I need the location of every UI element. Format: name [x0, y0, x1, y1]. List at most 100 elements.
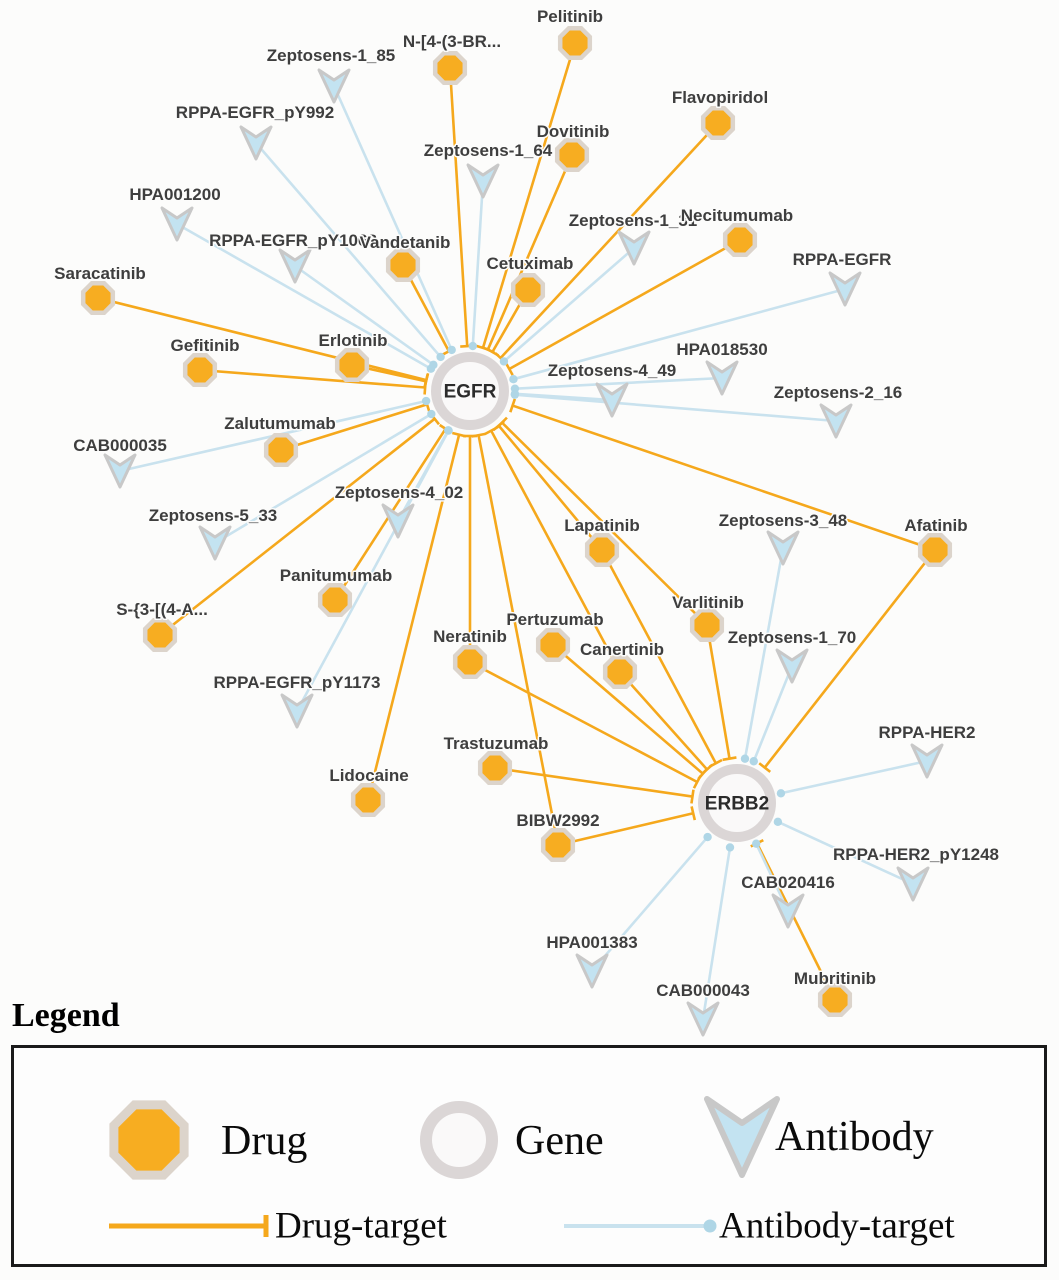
legend-antibody-label: Antibody [775, 1114, 934, 1160]
drug-target-edge [512, 404, 936, 552]
antibody-node-CAB000035[interactable] [103, 453, 137, 489]
antibody-node-Zeptosens-1_85[interactable] [317, 68, 351, 104]
antibody-node-label: HPA001383 [546, 933, 637, 952]
drug-node-label: Mubritinib [794, 969, 876, 988]
drug-node-label: Varlitinib [672, 593, 744, 612]
drug-target-edge-tee [722, 756, 737, 762]
antibody-target-edge [743, 547, 785, 759]
antibody-node-Zeptosens-4_02[interactable] [381, 503, 415, 539]
antibody-chevron-icon [103, 453, 137, 489]
drug-node-label: Lapatinib [564, 516, 640, 535]
antibody-node-RPPA-EGFR[interactable] [828, 271, 862, 307]
antibody-chevron-icon [280, 693, 314, 729]
drug-target-edge-tee [692, 775, 702, 789]
drug-node-label: Dovitinib [537, 122, 610, 141]
antibody-target-edge [294, 264, 435, 366]
drug-node-Pertuzumab[interactable] [535, 627, 571, 663]
drug-node-Zalutumumab[interactable] [263, 432, 299, 468]
antibody-target-edge-dot [776, 789, 786, 798]
drug-target-edge [497, 424, 604, 551]
drug-target-edge-tee [690, 789, 695, 804]
antibody-target-edge [295, 429, 450, 712]
antibody-node-RPPA-HER2[interactable] [910, 743, 944, 779]
antibody-node-Zeptosens-4_49[interactable] [595, 382, 629, 418]
antibody-node-RPPA-EGFR_pY992[interactable] [239, 125, 273, 161]
drug-node-Afatinib[interactable] [917, 532, 953, 568]
drug-node-Pelitinib[interactable] [557, 25, 593, 61]
antibody-node-CAB020416[interactable] [771, 893, 805, 929]
antibody-node-Zeptosens-3_48[interactable] [766, 530, 800, 566]
drug-target-edge [481, 42, 577, 349]
antibody-node-HPA018530[interactable] [705, 360, 739, 396]
antibody-chevron-icon [198, 525, 232, 561]
drug-node-Gefitinib[interactable] [182, 352, 218, 388]
drug-target-edge [490, 430, 622, 673]
antibody-node-label: Zeptosens-1_64 [424, 141, 553, 160]
drug-node-Cetuximab[interactable] [510, 272, 546, 308]
antibody-node-RPPA-EGFR_pY1068[interactable] [278, 248, 312, 284]
drug-target-edge [199, 368, 426, 389]
antibody-node-label: Zeptosens-2_16 [774, 383, 903, 402]
drug-octagon-icon [477, 750, 513, 786]
drug-target-edge-tee [496, 416, 508, 429]
antibody-target-edge [214, 412, 433, 545]
drug-node-Necitumumab[interactable] [722, 222, 758, 258]
drug-node-Panitumumab[interactable] [317, 582, 353, 618]
antibody-node-CAB000043[interactable] [686, 1001, 720, 1037]
gene-node-label: EGFR [444, 382, 497, 403]
drug-node-Varlitinib[interactable] [689, 607, 725, 643]
drug-node-Saracatinib[interactable] [80, 280, 116, 316]
drug-target-edge [600, 549, 717, 764]
gene-node-EGFR[interactable] [431, 352, 509, 430]
antibody-node-label: Zeptosens-1_85 [267, 46, 396, 65]
drug-target-edge [619, 671, 708, 771]
antibody-node-HPA001200[interactable] [160, 206, 194, 242]
drug-node-Neratinib[interactable] [452, 644, 488, 680]
drug-node-Lidocaine[interactable] [350, 782, 386, 818]
antibody-node-Zeptosens-5_33[interactable] [198, 525, 232, 561]
antibody-target-edge-dot [509, 374, 518, 384]
drug-node-S-{3-[(4-A...[interactable] [142, 617, 178, 653]
antibody-node-RPPA-EGFR_pY1173[interactable] [280, 693, 314, 729]
drug-node-Flavopiridol[interactable] [700, 105, 736, 141]
drug-node-Canertinib[interactable] [602, 654, 638, 690]
gene-circle-icon [431, 352, 509, 430]
drug-target-edge [763, 549, 937, 769]
antibody-target-edge-dot [444, 426, 453, 435]
drug-node-Erlotinib[interactable] [334, 347, 370, 383]
drug-target-edge-tee [485, 347, 500, 357]
antibody-target-edge [471, 180, 485, 347]
legend-drug-label: Drug [221, 1118, 308, 1164]
drug-node-Trastuzumab[interactable] [477, 750, 513, 786]
antibody-node-HPA001383[interactable] [575, 953, 609, 989]
gene-icon [420, 1101, 498, 1179]
legend-gene-label: Gene [515, 1118, 604, 1164]
drug-octagon-icon [689, 607, 725, 643]
antibody-target-edge [503, 247, 635, 363]
drug-target-edge [552, 644, 704, 775]
gene-node-ERBB2[interactable] [698, 764, 776, 842]
drug-target-edge [557, 812, 694, 847]
drug-octagon-icon [432, 50, 468, 86]
antibody-node-RPPA-HER2_pY1248[interactable] [896, 866, 930, 902]
antibody-node-Zeptosens-2_16[interactable] [819, 403, 853, 439]
drug-octagon-icon [317, 582, 353, 618]
drug-node-Vandetanib[interactable] [385, 247, 421, 283]
antibody-chevron-icon [317, 68, 351, 104]
drug-node-Dovitinib[interactable] [554, 137, 590, 173]
drug-node-N-[4-(3-BR...[interactable] [432, 50, 468, 86]
antibody-target-edge-dot [421, 396, 431, 406]
antibody-node-Zeptosens-1_64[interactable] [466, 163, 500, 199]
antibody-node-Zeptosens-1_31[interactable] [617, 230, 651, 266]
antibody-chevron-icon [466, 163, 500, 199]
antibody-node-Zeptosens-1_70[interactable] [775, 648, 809, 684]
antibody-chevron-icon [617, 230, 651, 266]
drug-node-BIBW2992[interactable] [540, 827, 576, 863]
drug-icon [109, 1100, 189, 1180]
drug-node-Lapatinib[interactable] [584, 532, 620, 568]
antibody-chevron-icon [819, 403, 853, 439]
antibody-node-label: CAB020416 [741, 873, 835, 892]
drug-node-Mubritinib[interactable] [817, 982, 853, 1018]
antibody-chevron-icon [575, 953, 609, 989]
